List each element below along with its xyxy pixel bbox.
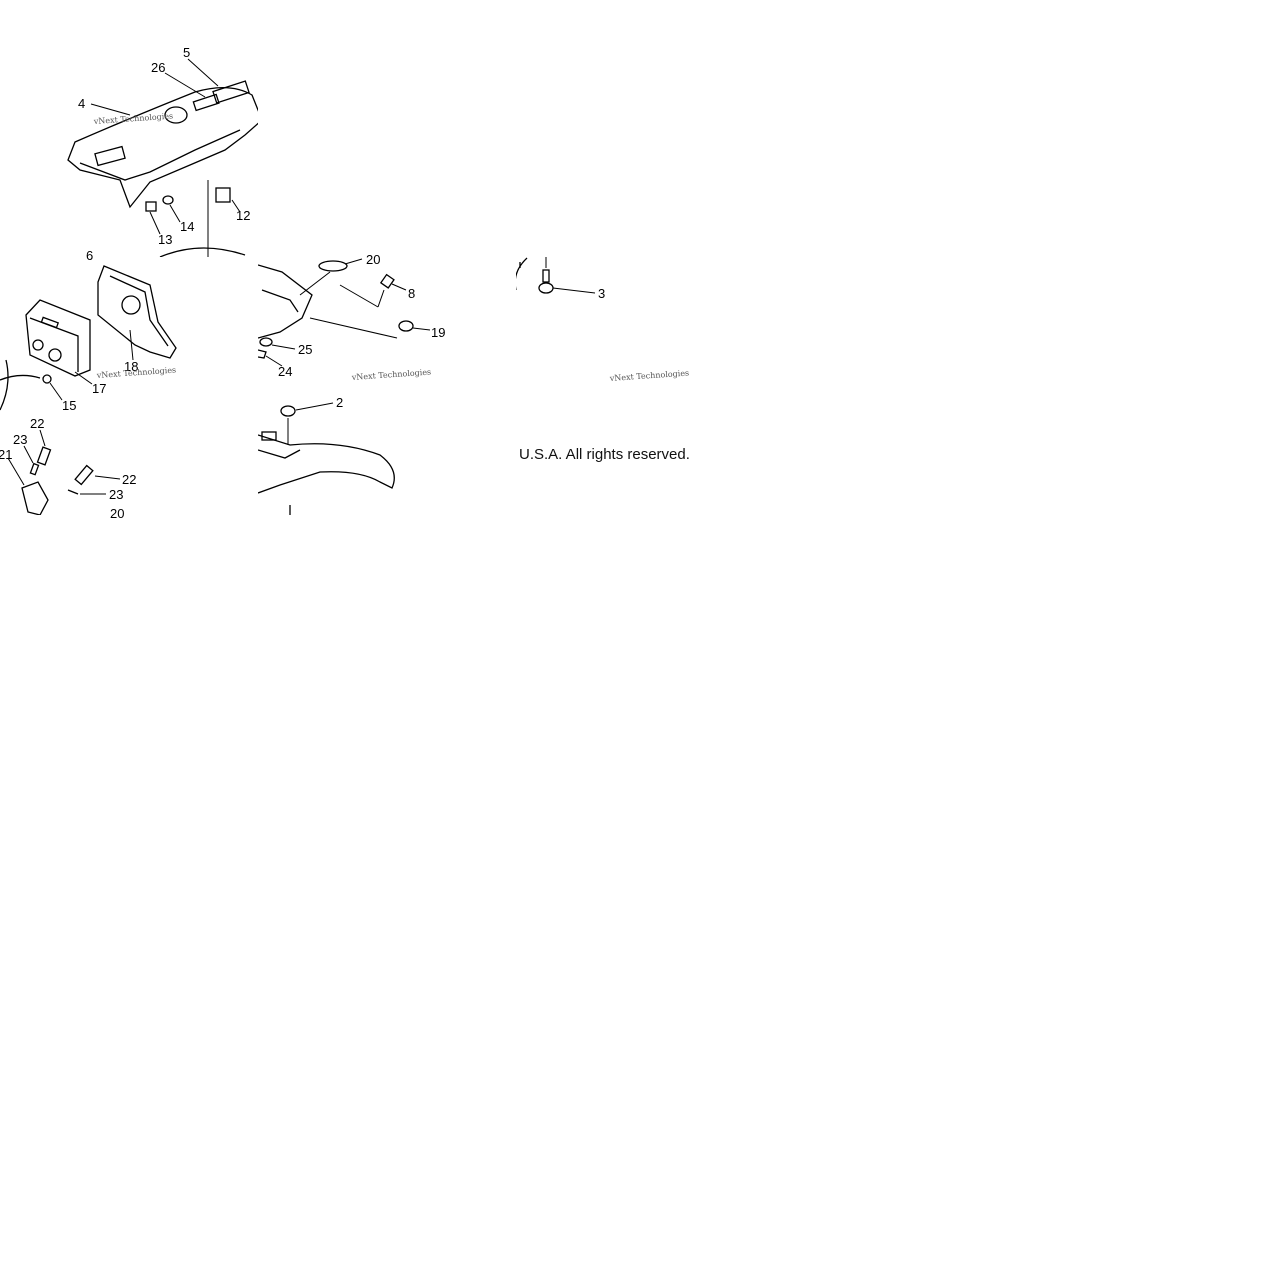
- tile-screw-detail: [516, 257, 596, 294]
- bolt-22a: [36, 446, 52, 466]
- leader-25: [271, 344, 296, 350]
- front-fender-lip: [258, 449, 301, 459]
- bolt-8: [379, 273, 395, 289]
- watermark: vNext Technologies: [351, 367, 432, 382]
- callout-21: 21: [0, 447, 12, 462]
- callout-20b: 20: [110, 506, 124, 521]
- guide-a: [299, 271, 331, 296]
- leader-18: [129, 329, 134, 361]
- lens-slot: [40, 316, 60, 329]
- nut-15: [42, 374, 52, 384]
- leader-24: [265, 355, 283, 367]
- front-fender: [258, 434, 395, 494]
- callout-4: 4: [78, 96, 85, 111]
- bracket-hole: [121, 295, 141, 315]
- left-arc: [0, 359, 9, 411]
- callout-22b: 22: [122, 472, 136, 487]
- bolt-22b: [74, 464, 94, 486]
- callout-3: 3: [598, 286, 605, 301]
- watermark: vNext Technologies: [93, 111, 174, 126]
- taillight-bracket: [97, 265, 177, 359]
- bolt-13: [145, 201, 157, 212]
- bracket-body: [258, 264, 313, 339]
- callout-12: 12: [236, 208, 250, 223]
- callout-23a: 23: [13, 432, 27, 447]
- tile-taillight: [0, 265, 177, 515]
- lower-arc: [159, 247, 246, 257]
- watermark: vNext Technologies: [96, 365, 177, 380]
- lock-housing: [94, 145, 126, 167]
- leader-23a: [23, 445, 34, 464]
- fender-outline: [67, 87, 258, 209]
- leader-4: [90, 103, 131, 116]
- leader-13: [149, 211, 161, 235]
- wire-lead: [0, 374, 41, 381]
- fuel-cap: [164, 106, 188, 124]
- callout-18: 18: [124, 359, 138, 374]
- watermark: vNext Technologies: [609, 368, 690, 383]
- leader-12: [231, 199, 241, 213]
- guide-d: [309, 317, 398, 339]
- bracket-inner: [109, 275, 169, 347]
- tile-rear-fender: [67, 58, 258, 257]
- guide-b: [339, 284, 379, 308]
- callout-22a: 22: [30, 416, 44, 431]
- callout-17: 17: [92, 381, 106, 396]
- callout-24: 24: [278, 364, 292, 379]
- callout-5: 5: [183, 45, 190, 60]
- spacer-23b: [67, 489, 79, 495]
- leader-15: [49, 382, 63, 401]
- callout-19: 19: [431, 325, 445, 340]
- callout-2: 2: [336, 395, 343, 410]
- badge-plate: [212, 80, 250, 104]
- leader-3: [552, 287, 596, 294]
- bracket-inner-line: [261, 289, 299, 313]
- spacer-23a: [29, 462, 40, 476]
- callout-6: 6: [86, 248, 93, 263]
- fender-inner-edge: [79, 129, 241, 181]
- callout-14: 14: [180, 219, 194, 234]
- leader-19: [412, 327, 431, 331]
- callout-15: 15: [62, 398, 76, 413]
- callout-25: 25: [298, 342, 312, 357]
- reflector-20: [318, 260, 348, 272]
- socket-right: [48, 348, 62, 362]
- cap-19: [398, 320, 414, 332]
- callout-26: 26: [151, 60, 165, 75]
- nut-12: [215, 187, 231, 203]
- fender-mount: [261, 431, 277, 441]
- socket-left: [32, 339, 44, 351]
- leader-20: [344, 258, 363, 265]
- callout-8: 8: [408, 286, 415, 301]
- leader-22b: [94, 475, 121, 480]
- washer-14: [162, 195, 174, 205]
- washer-25: [259, 337, 273, 347]
- tag-plate: [192, 93, 220, 112]
- guide-c: [377, 289, 385, 308]
- callout-23b: 23: [109, 487, 123, 502]
- grommet-2: [280, 405, 296, 417]
- leader-22a: [39, 429, 46, 447]
- reflector-21: [21, 481, 49, 515]
- screw-3-head: [538, 282, 554, 294]
- leader-8: [391, 283, 407, 291]
- tile-fender-bracket: [258, 258, 431, 515]
- leader-5: [187, 58, 219, 87]
- leader-21: [7, 457, 25, 486]
- partial-outline: [516, 257, 528, 290]
- taillight-lens-body: [25, 299, 91, 377]
- leader-26: [164, 72, 206, 98]
- screw-3-shank: [542, 269, 550, 283]
- leader-14: [169, 204, 181, 223]
- leader-2: [295, 402, 334, 411]
- leader-17: [74, 371, 93, 385]
- callout-20: 20: [366, 252, 380, 267]
- callout-13: 13: [158, 232, 172, 247]
- copyright-notice: U.S.A. All rights reserved.: [519, 446, 690, 463]
- nut-24: [258, 349, 267, 359]
